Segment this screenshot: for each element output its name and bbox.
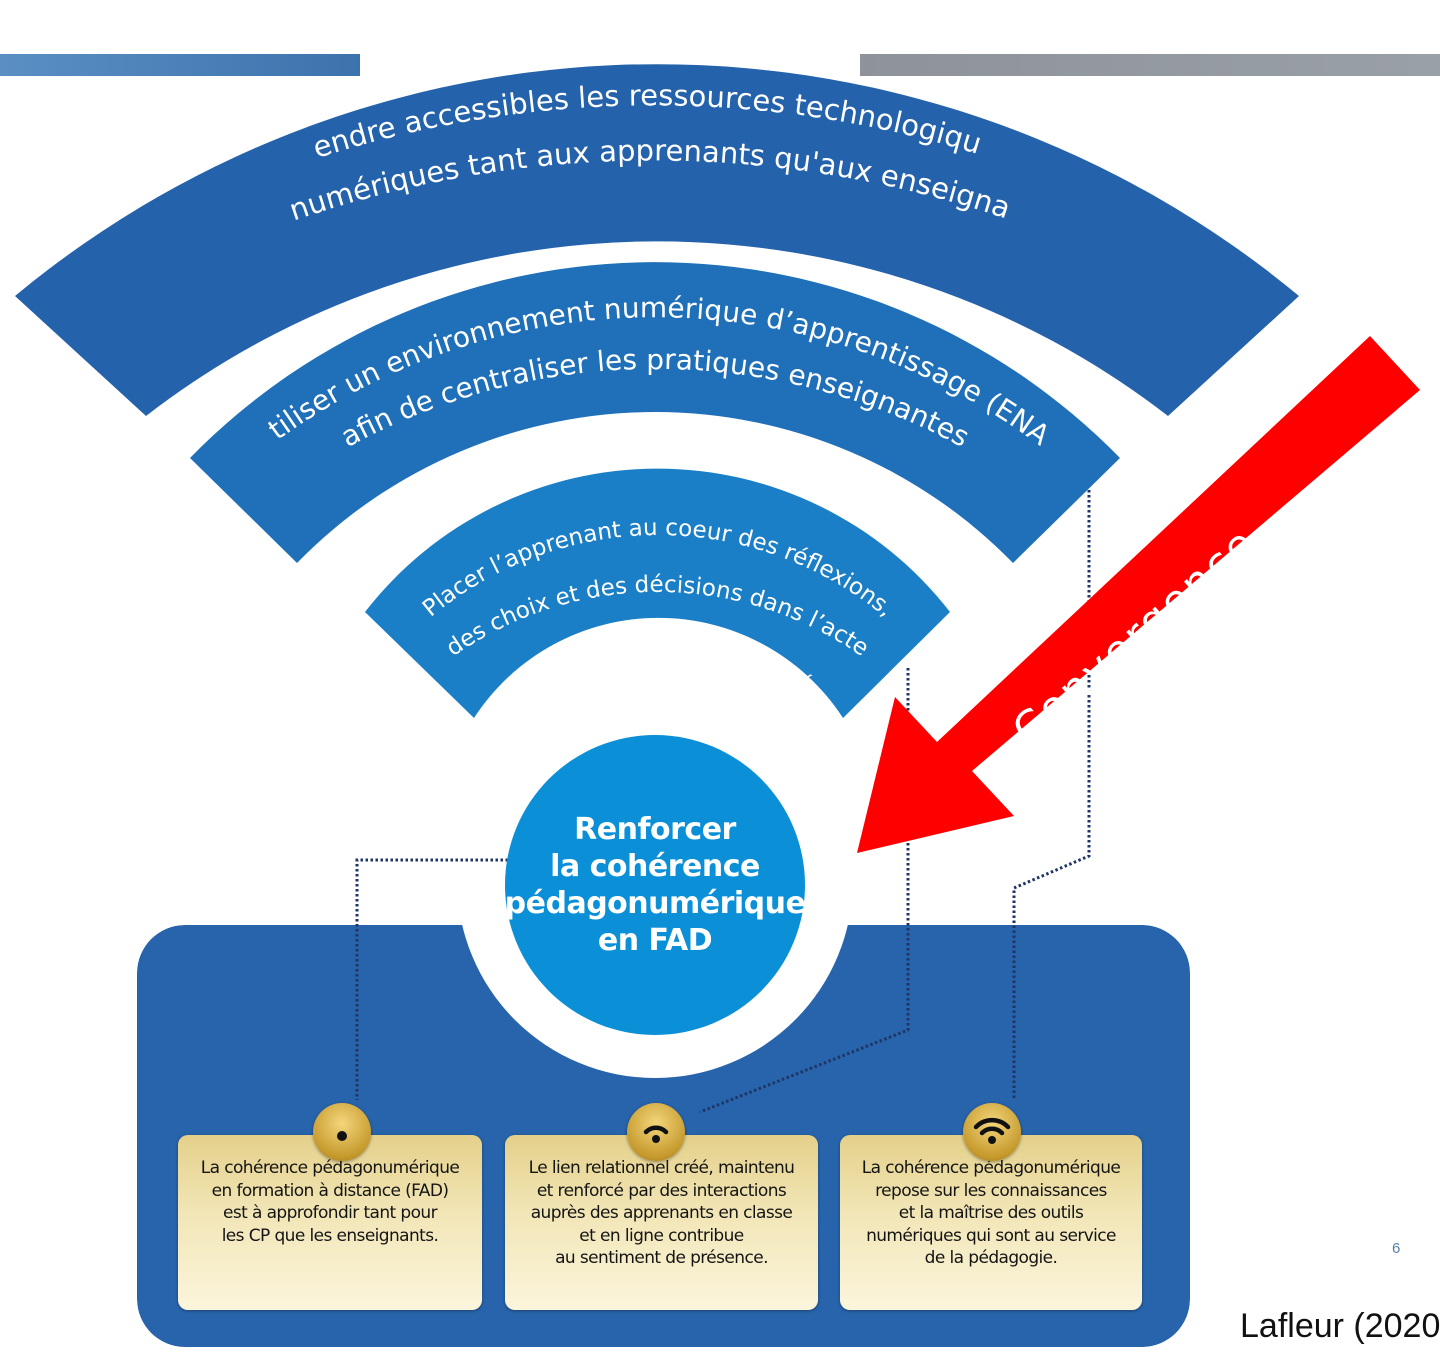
wifi-low-icon: [643, 1125, 669, 1143]
card-middle-text: Le lien relationnel créé, maintenu et re…: [528, 1158, 795, 1268]
card-right: La cohérence pédagonumérique repose sur …: [840, 1135, 1142, 1310]
convergence-arrow: [857, 336, 1420, 853]
middle-arc: [190, 262, 1120, 563]
medal-left: [313, 1103, 371, 1161]
header-bar-gray: [860, 54, 1440, 76]
connector-right: [1012, 490, 1091, 1100]
dot-icon: [337, 1131, 347, 1141]
slide-number: 6: [1392, 1240, 1401, 1257]
outer-arc: [15, 64, 1299, 417]
card-right-text: La cohérence pédagonumérique repose sur …: [861, 1158, 1121, 1268]
citation: Lafleur (2020): [1240, 1307, 1440, 1345]
card-left: La cohérence pédagonumérique en formatio…: [178, 1135, 482, 1310]
medal-middle: [627, 1103, 685, 1161]
card-middle: Le lien relationnel créé, maintenu et re…: [505, 1135, 818, 1310]
medal-right: [963, 1103, 1021, 1161]
center-text: Renforcer la cohérence pédagonumérique e…: [504, 812, 806, 958]
connector-left: [355, 858, 528, 1100]
inner-arc-line3: d’enseigner en comodalité: [502, 641, 816, 699]
center-circle: Renforcer la cohérence pédagonumérique e…: [504, 735, 806, 1035]
card-left-text: La cohérence pédagonumérique en formatio…: [200, 1158, 460, 1246]
header-bar-blue: [0, 54, 360, 76]
wifi-full-icon: [973, 1117, 1011, 1144]
inner-arc: [365, 468, 950, 718]
